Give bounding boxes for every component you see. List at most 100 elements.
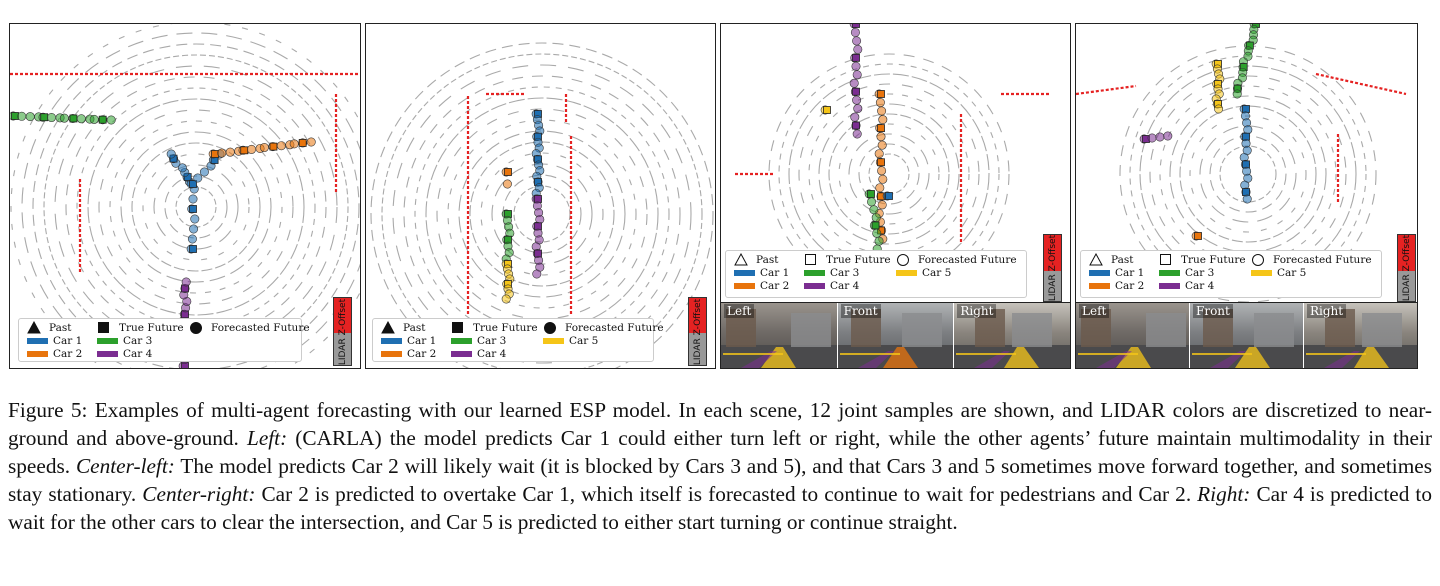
legend-past-label: Past bbox=[403, 322, 426, 334]
legend-swatch bbox=[97, 351, 118, 357]
legend-car-label: Car 3 bbox=[1185, 267, 1215, 279]
legend-true-future-marker-icon bbox=[804, 253, 818, 270]
legend-car-label: Car 2 bbox=[53, 348, 83, 360]
legend-car-label: Car 4 bbox=[477, 348, 507, 360]
lidar-zoffset-bar: LIDAR Z-Offset bbox=[333, 297, 352, 366]
figure-caption: Figure 5: Examples of multi-agent foreca… bbox=[8, 396, 1432, 536]
agent-trajectory bbox=[849, 24, 863, 139]
zbar-label: LIDAR Z-Offset bbox=[1047, 234, 1058, 302]
legend-past-label: Past bbox=[1111, 254, 1134, 266]
legend-swatch bbox=[27, 351, 48, 357]
legend-past-marker-icon bbox=[27, 320, 41, 338]
legend-swatch bbox=[804, 283, 825, 289]
agent-trajectory bbox=[1139, 131, 1173, 144]
legend-swatch bbox=[381, 338, 402, 344]
caption-right-text: Car 4 is predicted to wait for the other… bbox=[8, 482, 1432, 534]
zbar-label: LIDAR Z-Offset bbox=[337, 298, 348, 365]
caption-right-label: Right: bbox=[1197, 482, 1251, 506]
agent-trajectory bbox=[531, 109, 545, 204]
camera-view-front: Front bbox=[837, 303, 955, 368]
legend-true-future-marker-icon bbox=[451, 321, 465, 338]
agent-trajectory bbox=[1191, 231, 1202, 241]
lidar-scene bbox=[370, 42, 714, 368]
camera-label: Front bbox=[840, 304, 881, 318]
legend-true-future-marker-icon bbox=[97, 321, 111, 338]
legend-swatch bbox=[97, 338, 118, 344]
legend-car-label: Car 4 bbox=[830, 280, 860, 292]
legend-true-future-label: True Future bbox=[826, 254, 891, 266]
legend-swatch bbox=[451, 338, 472, 344]
legend-car-label: Car 1 bbox=[407, 335, 437, 347]
camera-strip: Left Front Right bbox=[721, 302, 1070, 368]
camera-image bbox=[721, 309, 837, 368]
legend-true-future-label: True Future bbox=[473, 322, 538, 334]
agent-trajectory bbox=[501, 167, 512, 189]
legend-swatch bbox=[804, 270, 825, 276]
lidar-zoffset-bar: LIDAR Z-Offset bbox=[688, 297, 707, 366]
legend-swatch bbox=[1089, 283, 1110, 289]
agent-trajectory bbox=[1232, 24, 1260, 99]
lidar-zoffset-bar: LIDAR Z-Offset bbox=[1043, 234, 1062, 302]
agent-trajectory bbox=[874, 89, 888, 244]
legend-past-marker-icon bbox=[734, 252, 748, 270]
legend-true-future-marker-icon bbox=[1159, 253, 1173, 270]
legend-swatch bbox=[451, 351, 472, 357]
legend-car-label: Car 5 bbox=[569, 335, 599, 347]
lidar-above-ground-points bbox=[1076, 72, 1407, 204]
legend-forecasted-future-marker-icon bbox=[189, 321, 203, 338]
lidar-zoffset-bar: LIDAR Z-Offset bbox=[1397, 234, 1416, 302]
legend-car-label: Car 2 bbox=[1115, 280, 1145, 292]
camera-view-right: Right bbox=[1304, 303, 1417, 368]
legend-swatch bbox=[734, 270, 755, 276]
caption-center-right-label: Center-right: bbox=[142, 482, 256, 506]
agent-trajectory bbox=[820, 105, 831, 115]
agent-trajectory bbox=[531, 194, 545, 279]
zbar-label: LIDAR Z-Offset bbox=[1401, 234, 1412, 302]
legend-car-label: Car 2 bbox=[760, 280, 790, 292]
agent-trajectory bbox=[1239, 104, 1253, 204]
camera-label: Right bbox=[957, 304, 997, 318]
camera-view-right: Right bbox=[954, 303, 1070, 368]
agent-trajectory bbox=[882, 191, 893, 201]
legend-forecasted-future-label: Forecasted Future bbox=[565, 322, 664, 334]
legend-car-label: Car 1 bbox=[53, 335, 83, 347]
caption-center-left-text: The model predicts Car 2 will likely wai… bbox=[8, 454, 1432, 506]
lidar-above-ground-points bbox=[10, 72, 360, 274]
caption-label: Figure 5: bbox=[8, 398, 88, 422]
legend-car-label: Car 4 bbox=[123, 348, 153, 360]
camera-image bbox=[1190, 309, 1303, 368]
camera-label: Front bbox=[1193, 304, 1233, 318]
legend-forecasted-future-marker-icon bbox=[543, 321, 557, 338]
legend-car-label: Car 1 bbox=[1115, 267, 1145, 279]
legend-car-label: Car 3 bbox=[123, 335, 153, 347]
agent-trajectory bbox=[501, 209, 515, 264]
legend-past-label: Past bbox=[756, 254, 779, 266]
legend-car-label: Car 2 bbox=[407, 348, 437, 360]
camera-view-left: Left bbox=[1076, 303, 1190, 368]
agent-trajectory bbox=[1211, 59, 1225, 114]
lidar-above-ground-points bbox=[735, 92, 1051, 244]
agent-trajectory bbox=[864, 189, 884, 254]
camera-strip: Left Front Right bbox=[1076, 302, 1417, 368]
agent-trajectory bbox=[10, 111, 116, 125]
camera-label: Right bbox=[1307, 304, 1347, 318]
legend-swatch bbox=[1251, 270, 1272, 276]
legend-true-future-label: True Future bbox=[1181, 254, 1246, 266]
legend-past-label: Past bbox=[49, 322, 72, 334]
camera-label: Left bbox=[724, 304, 755, 318]
camera-image bbox=[1076, 309, 1189, 368]
legend-car-label: Car 1 bbox=[760, 267, 790, 279]
legend-car-label: Car 5 bbox=[922, 267, 952, 279]
legend-past-marker-icon bbox=[381, 320, 395, 338]
camera-label: Left bbox=[1079, 304, 1110, 318]
lidar-above-ground-points bbox=[466, 92, 573, 314]
legend-car-label: Car 4 bbox=[1185, 280, 1215, 292]
legend-swatch bbox=[381, 351, 402, 357]
zbar-label: LIDAR Z-Offset bbox=[692, 298, 703, 365]
legend-true-future-label: True Future bbox=[119, 322, 184, 334]
legend-swatch bbox=[1159, 283, 1180, 289]
